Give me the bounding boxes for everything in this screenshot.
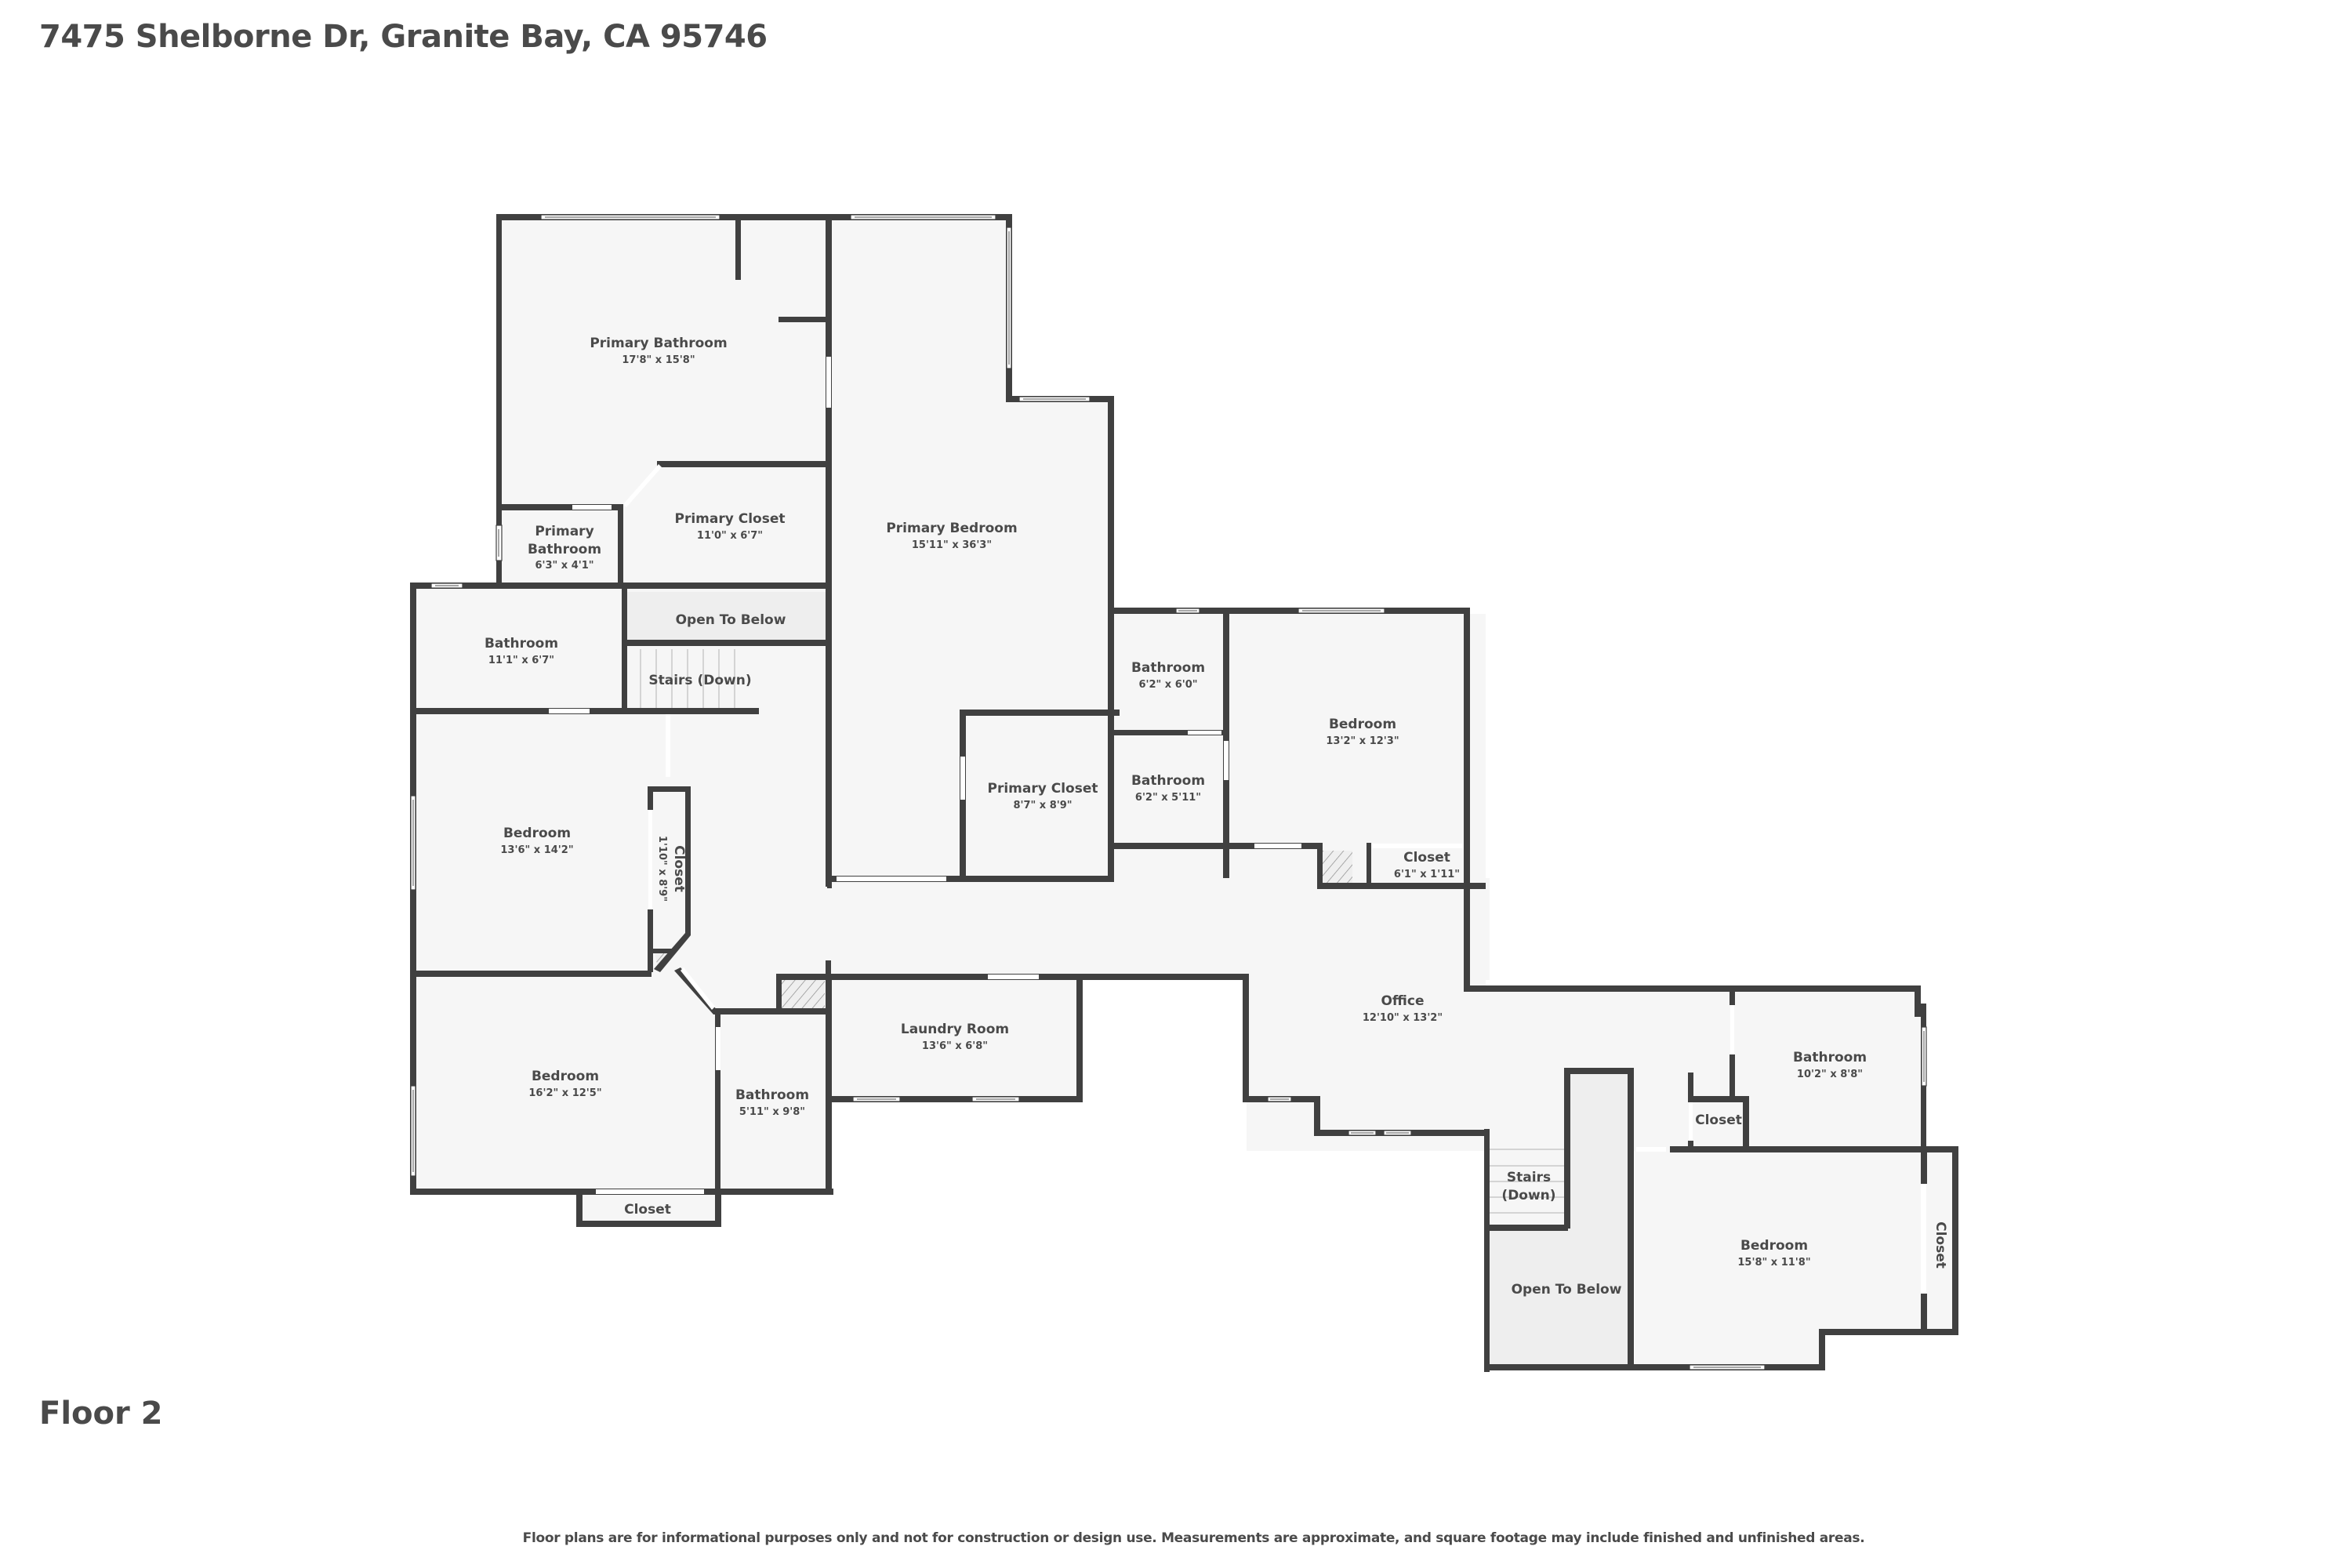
room-name: Bedroom [1740, 1238, 1808, 1254]
room-primary-closet-1: Primary Closet 11'0" x 6'7" [675, 511, 786, 542]
room-dims: 15'11" x 36'3" [912, 539, 992, 551]
room-primary-bathroom: Primary Bathroom 17'8" x 15'8" [590, 336, 727, 366]
floor-label: Floor 2 [39, 1396, 163, 1432]
room-dims: 17'8" x 15'8" [622, 354, 695, 366]
disclaimer: Floor plans are for informational purpos… [522, 1530, 1865, 1546]
windows [410, 214, 1927, 1370]
room-name-line1: Stairs [1507, 1170, 1551, 1185]
room-dims: 13'6" x 6'8" [922, 1040, 988, 1052]
room-name-line2: (Down) [1501, 1188, 1555, 1203]
room-stairs-down-2: Stairs (Down) [1501, 1170, 1555, 1203]
room-closet-sw: Closet [624, 1202, 671, 1218]
room-open-to-below-2: Open To Below [1512, 1282, 1622, 1298]
room-name: Primary Closet [675, 511, 786, 527]
room-name: Bathroom [735, 1087, 809, 1103]
room-dims: 6'3" x 4'1" [535, 560, 593, 572]
room-bathroom-s: Bathroom 5'11" x 9'8" [735, 1087, 809, 1118]
room-closet-e-small: Closet [1695, 1112, 1742, 1128]
room-bathroom-e: Bathroom 10'2" x 8'8" [1793, 1050, 1867, 1080]
room-name: Closet [1933, 1221, 1948, 1269]
room-bedroom-c: Bedroom 13'2" x 12'3" [1326, 717, 1399, 747]
room-dims: 16'2" x 12'5" [528, 1087, 601, 1099]
room-open-to-below-1: Open To Below [676, 612, 786, 628]
room-name: Closet [1695, 1112, 1742, 1128]
room-dims: 5'11" x 9'8" [739, 1106, 805, 1118]
room-dims: 6'1" x 1'11" [1394, 869, 1460, 880]
room-primary-bathroom-small: Primary Bathroom 6'3" x 4'1" [528, 524, 601, 572]
stairs-down-1 [627, 649, 757, 712]
room-name: Bathroom [1793, 1050, 1867, 1065]
room-dims: 1'10" x 8'9" [656, 836, 668, 902]
room-name: Bedroom [1329, 717, 1396, 732]
room-bathroom-nw: Bathroom 11'1" x 6'7" [485, 636, 558, 666]
room-name: Closet [671, 845, 687, 892]
room-laundry: Laundry Room 13'6" x 6'8" [901, 1022, 1009, 1052]
room-name: Primary Closet [988, 781, 1098, 797]
room-closet-w: Closet 1'10" x 8'9" [656, 836, 687, 902]
room-name: Laundry Room [901, 1022, 1009, 1037]
room-name: Open To Below [676, 612, 786, 628]
room-name: Primary Bedroom [886, 521, 1017, 536]
room-bathroom-c1: Bathroom 6'2" x 6'0" [1131, 660, 1205, 691]
room-name: Bathroom [485, 636, 558, 652]
room-name-line2: Bathroom [528, 542, 601, 557]
room-dims: 8'7" x 8'9" [1013, 800, 1072, 811]
room-bedroom-sw: Bedroom 16'2" x 12'5" [528, 1069, 601, 1099]
room-bedroom-se: Bedroom 15'8" x 11'8" [1737, 1238, 1810, 1269]
stairs-down-2 [1490, 1149, 1566, 1214]
room-name: Bedroom [532, 1069, 599, 1084]
room-name: Open To Below [1512, 1282, 1622, 1298]
room-name: Bedroom [503, 826, 571, 841]
hatched-chase-1 [780, 980, 825, 1011]
room-name: Bathroom [1131, 660, 1205, 676]
room-name: Closet [1403, 850, 1450, 866]
room-name: Office [1381, 993, 1424, 1009]
room-name: Closet [624, 1202, 671, 1218]
room-dims: 10'2" x 8'8" [1797, 1069, 1863, 1080]
room-dims: 13'2" x 12'3" [1326, 735, 1399, 747]
room-dims: 11'0" x 6'7" [697, 530, 763, 542]
room-dims: 11'1" x 6'7" [488, 655, 554, 666]
door-openings [549, 357, 1926, 1294]
room-name-line1: Primary [535, 524, 593, 539]
room-primary-closet-2: Primary Closet 8'7" x 8'9" [988, 781, 1098, 811]
room-dims: 6'2" x 5'11" [1135, 792, 1201, 804]
room-closet-c: Closet 6'1" x 1'11" [1394, 850, 1460, 880]
room-dims: 13'6" x 14'2" [500, 844, 573, 856]
room-name: Bathroom [1131, 773, 1205, 789]
property-address: 7475 Shelborne Dr, Granite Bay, CA 95746 [39, 19, 768, 55]
room-primary-bedroom: Primary Bedroom 15'11" x 36'3" [886, 521, 1017, 551]
room-bathroom-c2: Bathroom 6'2" x 5'11" [1131, 773, 1205, 804]
hatched-chase-2 [1323, 851, 1352, 886]
room-office: Office 12'10" x 13'2" [1363, 993, 1443, 1024]
room-dims: 6'2" x 6'0" [1138, 679, 1197, 691]
room-name: Primary Bathroom [590, 336, 727, 351]
room-name: Stairs (Down) [648, 673, 751, 688]
room-bedroom-w: Bedroom 13'6" x 14'2" [500, 826, 573, 856]
room-dims: 12'10" x 13'2" [1363, 1012, 1443, 1024]
room-dims: 15'8" x 11'8" [1737, 1257, 1810, 1269]
room-stairs-down-1: Stairs (Down) [648, 673, 751, 688]
room-closet-se: Closet [1933, 1221, 1948, 1269]
